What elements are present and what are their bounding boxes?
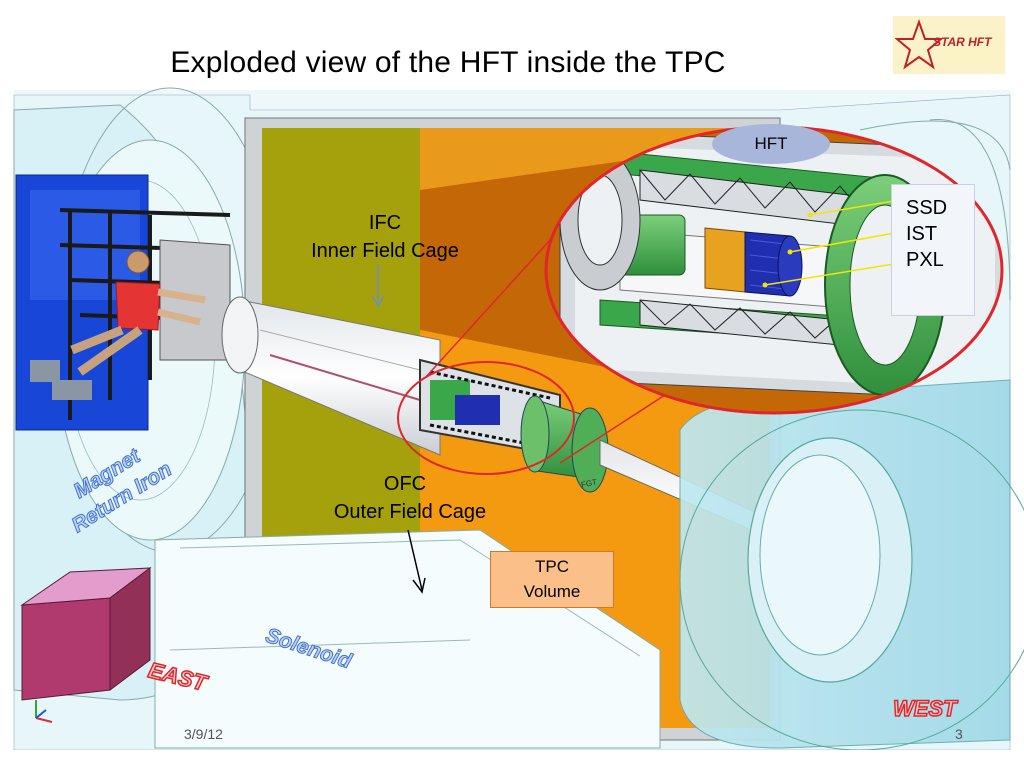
slide-date: 3/9/12 bbox=[184, 726, 223, 742]
pxl-label: PXL bbox=[906, 249, 944, 271]
reference-cube bbox=[20, 567, 152, 701]
ifc-abbrev-label: IFC bbox=[368, 212, 402, 234]
callout-connector bbox=[424, 217, 571, 379]
slide-title: Exploded view of the HFT inside the TPC bbox=[170, 46, 726, 79]
hft-highlight-ellipse bbox=[397, 361, 575, 475]
tpc-volume-box: TPC Volume bbox=[490, 551, 614, 608]
ssd-label: SSD bbox=[906, 197, 948, 219]
hft-magnified-callout bbox=[544, 125, 1004, 415]
ist-label: IST bbox=[906, 223, 938, 245]
ofc-full-label: Outer Field Cage bbox=[333, 501, 487, 523]
axis-triad-icon bbox=[35, 700, 53, 723]
hft-assembly-small bbox=[419, 358, 609, 493]
west-label: WEST bbox=[892, 695, 957, 722]
scale-figure bbox=[30, 250, 206, 400]
inner-field-cage-cylinder bbox=[221, 296, 441, 456]
star-hft-logo: STAR HFT bbox=[893, 16, 1005, 74]
callout-connector bbox=[559, 394, 666, 464]
slide-number: 3 bbox=[955, 726, 963, 742]
ofc-arrow bbox=[407, 529, 423, 591]
logo-text: STAR HFT bbox=[933, 35, 992, 49]
ifc-full-label: Inner Field Cage bbox=[311, 240, 459, 262]
west-magnet-ring bbox=[679, 119, 1024, 751]
ofc-abbrev-label: OFC bbox=[383, 473, 427, 495]
hft-label: HFT bbox=[712, 124, 830, 164]
star-icon bbox=[895, 19, 943, 70]
detector-legend: SSD IST PXL bbox=[891, 184, 975, 316]
tpc-volume-line2: Volume bbox=[523, 582, 581, 601]
tpc-volume-line1: TPC bbox=[535, 557, 569, 576]
